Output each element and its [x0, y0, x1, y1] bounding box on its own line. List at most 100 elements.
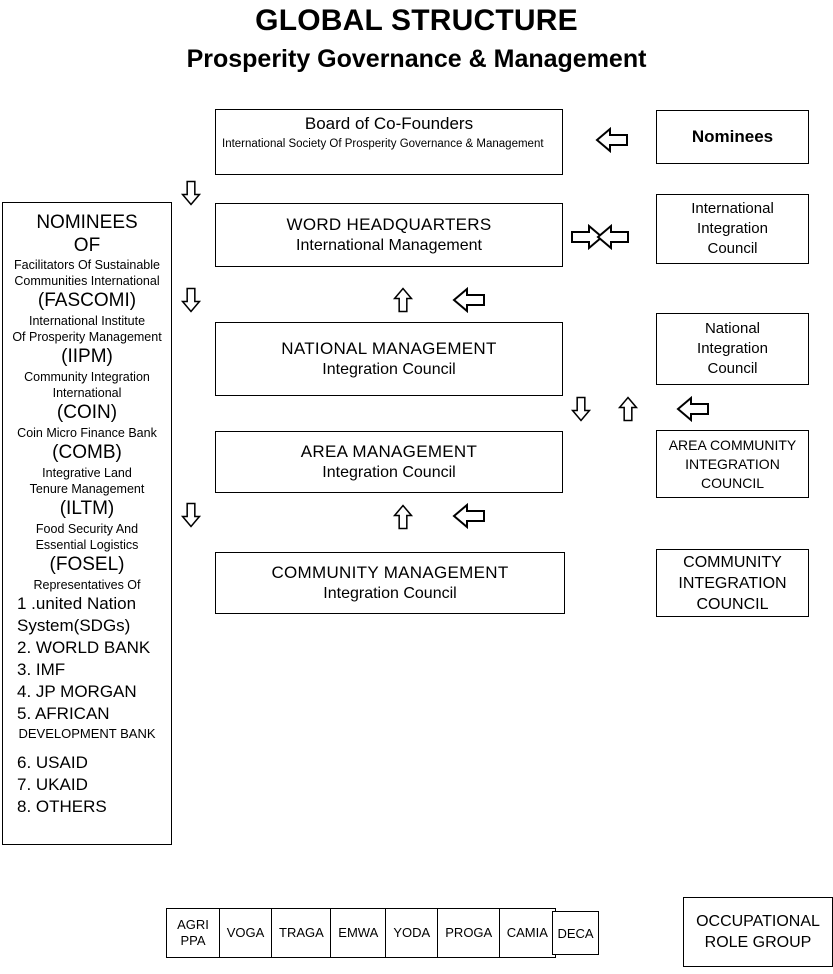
arrow-right-to-hq-column-icon	[452, 287, 486, 313]
sidebar-heading: OF	[73, 235, 101, 256]
sidebar-heading: NOMINEES	[36, 212, 138, 233]
sidebar-entry-line: Communities International	[14, 274, 160, 288]
nominees-box[interactable]: Nominees	[656, 110, 809, 164]
sidebar-entry-line: Facilitators Of Sustainable	[14, 258, 160, 272]
sidebar-entry-line: 2. WORLD BANK	[17, 638, 151, 657]
sidebar-spacer	[5, 743, 169, 752]
area-title: AREA MANAGEMENT	[300, 442, 478, 461]
role-cell-label: PPA	[180, 933, 206, 948]
role-cell-label: CAMIA	[506, 925, 548, 940]
international-integration-council-box[interactable]: International Integration Council	[656, 194, 809, 264]
role-cell[interactable]: CAMIA	[498, 908, 556, 958]
role-cell-label: YODA	[393, 925, 431, 940]
national-title: NATIONAL MANAGEMENT	[281, 339, 497, 358]
comm-council-line: COUNCIL	[696, 595, 769, 613]
sidebar-entry-line: Community Integration	[24, 370, 150, 384]
area-management-box[interactable]: AREA MANAGEMENT Integration Council	[215, 431, 563, 493]
intl-council-line: Council	[707, 240, 758, 257]
arrow-hq-to-intl-council-icon	[570, 224, 604, 250]
national-management-box[interactable]: NATIONAL MANAGEMENT Integration Council	[215, 322, 563, 396]
arrow-community-left-icon	[452, 503, 486, 529]
role-cell-deca[interactable]: DECA	[552, 911, 599, 955]
sidebar-entry-line: Food Security And	[35, 522, 139, 536]
role-cell-label: DECA	[557, 925, 594, 941]
sidebar-entry-line: Of Prosperity Management	[12, 330, 162, 344]
arrow-area-up-icon	[615, 392, 641, 426]
arrow-national-down-icon	[568, 392, 594, 426]
area-council-line: AREA COMMUNITY	[668, 436, 797, 453]
occupational-role-group-box[interactable]: OCCUPATIONAL ROLE GROUP	[683, 897, 833, 967]
arrow-community-up-icon	[390, 500, 416, 534]
word-headquarters-box[interactable]: WORD HEADQUARTERS International Manageme…	[215, 203, 563, 267]
sidebar-entry-line: (FOSEL)	[49, 554, 125, 575]
intl-council-line: Integration	[697, 220, 768, 237]
sidebar-entry-line: (COMB)	[52, 442, 122, 463]
role-cell-label: EMWA	[338, 925, 379, 940]
sidebar-entry-line: Tenure Management	[29, 482, 145, 496]
sidebar-entry-line: 6. USAID	[17, 753, 88, 772]
role-cell[interactable]: YODA	[384, 908, 439, 958]
role-cell[interactable]: VOGA	[218, 908, 273, 958]
community-subtitle: Integration Council	[323, 585, 457, 602]
area-council-line: INTEGRATION	[685, 455, 780, 472]
national-subtitle: Integration Council	[322, 361, 456, 378]
arrow-sidebar-to-national-icon	[178, 283, 204, 317]
natl-council-line: National	[704, 320, 761, 337]
sidebar-entry-line: DEVELOPMENT BANK	[18, 726, 156, 741]
sidebar-entry-line: 1 .united Nation	[17, 594, 137, 613]
arrow-sidebar-to-area-icon	[178, 498, 204, 532]
area-subtitle: Integration Council	[322, 464, 456, 481]
board-subtitle: International Society Of Prosperity Gove…	[222, 138, 544, 150]
area-community-integration-council-box[interactable]: AREA COMMUNITY INTEGRATION COUNCIL	[656, 430, 809, 498]
role-cell-label: TRAGA	[279, 925, 324, 940]
headquarters-subtitle: International Management	[296, 237, 482, 254]
comm-council-line: COMMUNITY	[683, 553, 782, 571]
arrow-national-up-to-hq-icon	[390, 283, 416, 317]
natl-council-line: Integration	[697, 340, 768, 357]
sidebar-entry-line: Coin Micro Finance Bank	[17, 426, 157, 440]
sidebar-entry-line: (IIPM)	[61, 346, 113, 367]
sidebar-entry-line: Integrative Land	[42, 466, 132, 480]
role-cell[interactable]: EMWA	[330, 908, 387, 958]
role-cell[interactable]: TRAGA	[271, 908, 332, 958]
role-cell[interactable]: PROGA	[437, 908, 501, 958]
sidebar-entry-line: International Institute	[28, 314, 146, 328]
comm-council-line: INTEGRATION	[678, 574, 787, 592]
sidebar-entry-line: (FASCOMI)	[37, 290, 137, 311]
sidebar-entry-line: (COIN)	[56, 402, 118, 423]
national-integration-council-box[interactable]: National Integration Council	[656, 313, 809, 385]
board-of-cofounders-box[interactable]: Board of Co-Founders International Socie…	[215, 109, 563, 175]
sidebar-entry-line: Representatives Of	[33, 578, 141, 592]
sidebar-entry-line: (ILTM)	[59, 498, 115, 519]
sidebar-entry-line: 3. IMF	[17, 660, 66, 679]
sidebar-entry-line: System(SDGs)	[17, 616, 131, 635]
role-cell-label: AGRI	[177, 917, 209, 932]
intl-council-line: International	[691, 200, 774, 217]
role-cell-label: PROGA	[445, 925, 493, 940]
area-council-line: COUNCIL	[700, 474, 764, 491]
sidebar-entry-line: International	[52, 386, 122, 400]
occupational-line: OCCUPATIONAL	[696, 913, 820, 930]
community-management-box[interactable]: COMMUNITY MANAGEMENT Integration Council	[215, 552, 565, 614]
natl-council-line: Council	[707, 360, 758, 377]
occupational-line: ROLE GROUP	[704, 934, 812, 951]
arrow-intl-council-to-hq-icon	[596, 224, 630, 250]
arrow-natl-council-left-icon	[676, 396, 710, 422]
arrow-sidebar-to-hq-top-icon	[178, 176, 204, 210]
sidebar-entry-line: 5. AFRICAN	[17, 704, 110, 723]
nominees-label: Nominees	[691, 127, 774, 146]
community-integration-council-box[interactable]: COMMUNITY INTEGRATION COUNCIL	[656, 549, 809, 617]
arrow-nominees-to-board-icon	[595, 127, 629, 153]
sidebar-entry-line: 7. UKAID	[17, 775, 88, 794]
sidebar-entry-line: 8. OTHERS	[17, 797, 107, 816]
page-title: GLOBAL STRUCTURE	[255, 4, 578, 37]
role-cell-label: VOGA	[226, 925, 265, 940]
page-subtitle: Prosperity Governance & Management	[186, 45, 647, 73]
community-title: COMMUNITY MANAGEMENT	[271, 563, 509, 582]
sidebar-entry-line: Essential Logistics	[35, 538, 139, 552]
sidebar-entry-line: 4. JP MORGAN	[17, 682, 137, 701]
